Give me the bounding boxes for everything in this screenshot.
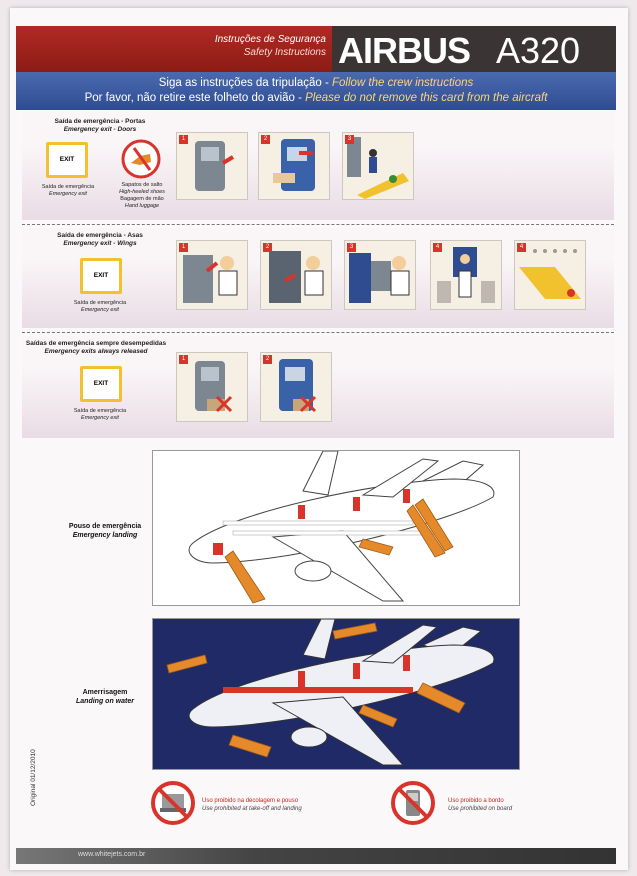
bag-caption-en: Hand luggage bbox=[124, 203, 160, 209]
step-number: 1 bbox=[179, 135, 188, 144]
banner-line1-en: Follow the crew instructions bbox=[331, 77, 474, 89]
step-number: 2 bbox=[263, 355, 272, 364]
shoes-caption-pt: Sapatos de salto bbox=[121, 182, 163, 188]
exit-caption-en: Emergency exit bbox=[81, 415, 119, 421]
brand-name: AIRBUS bbox=[338, 30, 471, 71]
exit-caption-en: Emergency exit bbox=[81, 307, 119, 313]
header-bar: Instruções de Segurança Safety Instructi… bbox=[16, 26, 616, 72]
takeoff-note-en: Use prohibited at take-off and landing bbox=[202, 806, 302, 812]
landing-label-pt: Pouso de emergência bbox=[68, 523, 142, 530]
water-label-en: Landing on water bbox=[76, 698, 134, 705]
section-exits-released: Saídas de emergência sempre desempedidas… bbox=[22, 336, 614, 438]
no-electronics-takeoff-icon bbox=[151, 781, 195, 825]
model-name: A320 bbox=[496, 30, 581, 71]
footer-bar: www.whitejets.com.br bbox=[16, 848, 616, 864]
wing-step-1: 1 bbox=[176, 240, 248, 310]
airplane-water-illustration bbox=[166, 619, 495, 766]
water-landing-panel bbox=[152, 618, 520, 770]
banner-line2-pt: Por favor, não retire este folheto do av… bbox=[84, 92, 306, 104]
wing-step-3: 3 bbox=[344, 240, 416, 310]
doors-title: Saída de emergência - Portas Emergency e… bbox=[52, 118, 148, 134]
section-doors: Saída de emergência - Portas Emergency e… bbox=[22, 112, 614, 220]
wings-title: Saída de emergência - Asas Emergency exi… bbox=[52, 232, 148, 248]
wings-title-pt: Saída de emergência - Asas bbox=[57, 232, 143, 239]
exit-caption: Saída de emergência Emergency exit bbox=[62, 408, 138, 422]
no-phone-onboard-icon bbox=[391, 781, 435, 825]
exit-caption-pt: Saída de emergência bbox=[41, 184, 95, 190]
step-number: 1 bbox=[179, 355, 188, 364]
exit-caption: Saída de emergência Emergency exit bbox=[30, 184, 106, 198]
step-number: 4 bbox=[517, 243, 526, 252]
title-pt: Instruções de Segurança bbox=[214, 34, 326, 45]
water-label: Amerrisagem Landing on water bbox=[60, 688, 150, 706]
crew-instructions-banner: Siga as instruções da tripulação - Follo… bbox=[16, 72, 616, 110]
doors-title-pt: Saída de emergência - Portas bbox=[54, 118, 146, 125]
door-step-3: 3 bbox=[342, 132, 414, 200]
exit-caption-en: Emergency exit bbox=[49, 191, 87, 197]
banner-line1-pt: Siga as instruções da tripulação - bbox=[158, 77, 332, 89]
header-title-block: Instruções de Segurança Safety Instructi… bbox=[16, 26, 332, 72]
wing-step-5: 4 bbox=[514, 240, 586, 310]
released-title: Saídas de emergência sempre desempedidas… bbox=[22, 340, 170, 356]
onboard-prohibition-note: Uso proibido a bordo Use prohibited on b… bbox=[448, 797, 568, 813]
no-shoes-icon bbox=[121, 139, 161, 179]
exit-sign: EXIT bbox=[80, 366, 122, 402]
onboard-note-pt: Uso proibido a bordo bbox=[448, 798, 504, 804]
shoes-caption: Sapatos de salto High-heeled shoes Bagag… bbox=[106, 182, 178, 210]
original-date: Original 01/12/2010 bbox=[30, 749, 37, 806]
takeoff-prohibition-note: Uso proibido na decolagem e pouso Use pr… bbox=[202, 797, 352, 813]
exit-caption-pt: Saída de emergência bbox=[73, 408, 127, 414]
section-wings: Saída de emergência - Asas Emergency exi… bbox=[22, 228, 614, 328]
title-en: Safety Instructions bbox=[243, 47, 326, 58]
doors-title-en: Emergency exit - Doors bbox=[63, 126, 137, 133]
released-step-1: 1 bbox=[176, 352, 248, 422]
door-step-2: 2 bbox=[258, 132, 330, 200]
step-number: 4 bbox=[433, 243, 442, 252]
landing-label-en: Emergency landing bbox=[72, 532, 138, 539]
exit-sign: EXIT bbox=[80, 258, 122, 294]
wing-step-4: 4 bbox=[430, 240, 502, 310]
wing-step-2: 2 bbox=[260, 240, 332, 310]
step-number: 2 bbox=[261, 135, 270, 144]
takeoff-note-pt: Uso proibido na decolagem e pouso bbox=[202, 798, 299, 804]
released-title-en: Emergency exits always released bbox=[44, 348, 148, 355]
step-number: 1 bbox=[179, 243, 188, 252]
footer-url[interactable]: www.whitejets.com.br bbox=[78, 851, 146, 858]
exit-caption: Saída de emergência Emergency exit bbox=[62, 300, 138, 314]
released-title-pt: Saídas de emergência sempre desempedidas bbox=[25, 340, 167, 347]
step-number: 3 bbox=[347, 243, 356, 252]
divider bbox=[22, 224, 614, 225]
landing-label: Pouso de emergência Emergency landing bbox=[60, 522, 150, 540]
step-number: 2 bbox=[263, 243, 272, 252]
door-step-1: 1 bbox=[176, 132, 248, 200]
banner-line2-en: Please do not remove this card from the … bbox=[305, 92, 548, 104]
exit-caption-pt: Saída de emergência bbox=[73, 300, 127, 306]
onboard-note-en: Use prohibited on board bbox=[448, 806, 513, 812]
shoes-caption-en: High-heeled shoes bbox=[119, 189, 165, 195]
released-step-2: 2 bbox=[260, 352, 332, 422]
step-number: 3 bbox=[345, 135, 354, 144]
airplane-land-illustration bbox=[188, 451, 495, 604]
emergency-landing-panel bbox=[152, 450, 520, 606]
bag-caption-pt: Bagagem de mão bbox=[120, 196, 164, 202]
divider bbox=[22, 332, 614, 333]
wings-title-en: Emergency exit - Wings bbox=[63, 240, 137, 247]
water-label-pt: Amerrisagem bbox=[82, 689, 128, 696]
exit-sign: EXIT bbox=[46, 142, 88, 178]
